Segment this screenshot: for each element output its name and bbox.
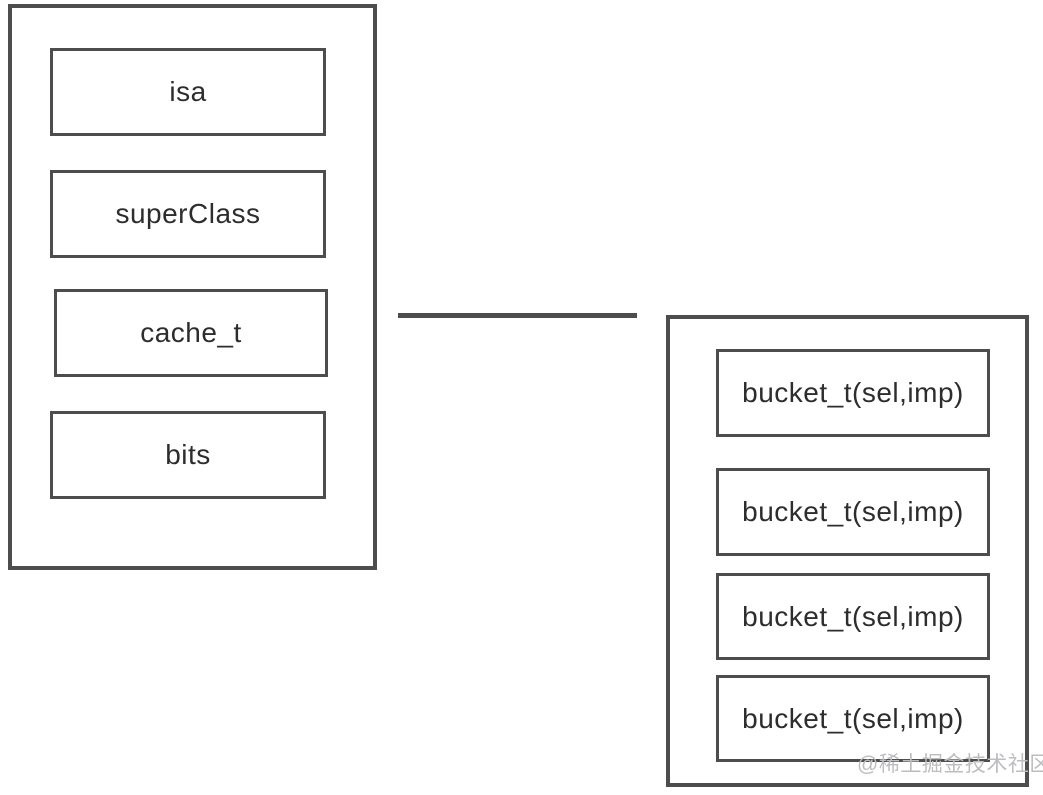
field-superclass: superClass: [50, 170, 326, 258]
field-bits: bits: [50, 411, 326, 499]
bucket-item: bucket_t(sel,imp): [716, 349, 990, 437]
bucket-item: bucket_t(sel,imp): [716, 675, 990, 762]
bucket-item: bucket_t(sel,imp): [716, 468, 990, 556]
bucket-item: bucket_t(sel,imp): [716, 573, 990, 660]
field-isa: isa: [50, 48, 326, 136]
bucket-array-box: [666, 315, 1029, 787]
class-struct-box: [8, 4, 377, 570]
connector-line: [398, 313, 637, 318]
field-cache-t: cache_t: [54, 289, 328, 377]
watermark: @稀土掘金技术社区: [857, 753, 1043, 776]
